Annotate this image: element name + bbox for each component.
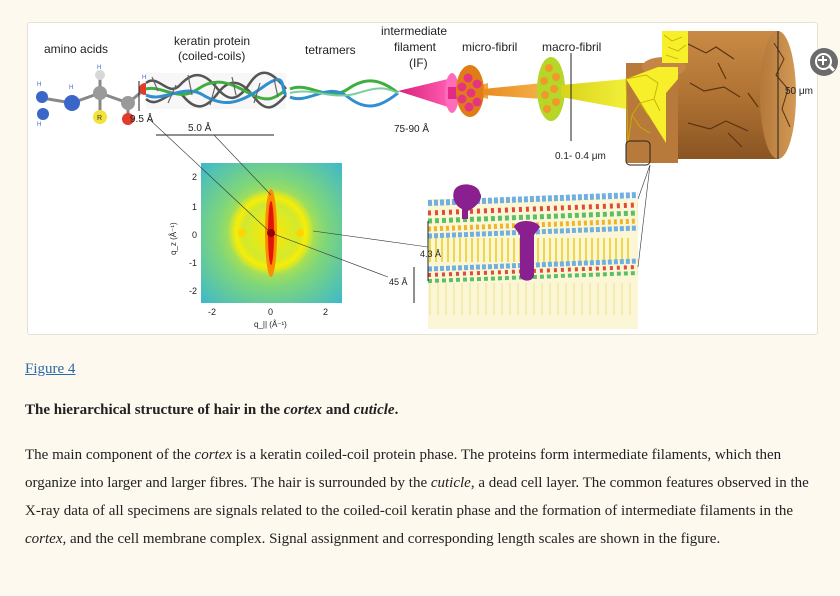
- dim-45-label: 45 Å: [389, 277, 408, 287]
- cell-membrane-complex: [413, 164, 651, 329]
- amino-acid-molecule: R H H H H H: [36, 65, 151, 128]
- hair-fiber: [625, 31, 796, 166]
- xray-xtick: 0: [268, 307, 273, 317]
- xray-ytick: -2: [189, 286, 197, 296]
- figure-caption: The main component of the cortex is a ke…: [25, 447, 809, 547]
- keratin-label: keratin protein: [174, 34, 250, 48]
- xray-ytick: 2: [192, 172, 197, 182]
- xray-xlabel: q_|| (Å⁻¹): [254, 320, 287, 329]
- svg-text:H: H: [97, 65, 101, 71]
- xray-ytick: 0: [192, 230, 197, 240]
- tetramers-label: tetramers: [305, 43, 356, 57]
- xray-diffraction-pattern: [147, 117, 429, 303]
- svg-text:H: H: [142, 75, 146, 81]
- amino-acids-label: amino acids: [44, 42, 108, 56]
- macro-fibril: [537, 53, 626, 141]
- xray-ytick: -1: [189, 258, 197, 268]
- intermediate-filament: [398, 73, 460, 113]
- keratin-coiled-coil: [145, 71, 288, 109]
- membrane-protein-2: [514, 221, 540, 281]
- microfibril-label: micro-fibril: [462, 40, 517, 54]
- if-label-2: filament: [394, 40, 437, 54]
- atom-r: R: [97, 115, 102, 122]
- xray-ylabel: q_z (Å⁻¹): [169, 222, 178, 255]
- dim-9-5-label: 9.5 Å: [130, 112, 154, 125]
- svg-text:H: H: [37, 82, 41, 88]
- if-label-1: intermediate: [381, 24, 447, 38]
- xray-ytick: 1: [192, 202, 197, 212]
- coiled-coils-label: (coiled-coils): [178, 49, 245, 63]
- dim-4-3-label: 4.3 Å: [420, 249, 441, 259]
- figure-4-link[interactable]: Figure 4: [25, 361, 76, 377]
- svg-text:H: H: [69, 85, 73, 91]
- dim-5-0-label: 5.0 Å: [188, 121, 212, 134]
- figure-image[interactable]: amino acids keratin protein (coiled-coil…: [27, 22, 838, 335]
- figure-title: The hierarchical structure of hair in th…: [25, 402, 399, 418]
- xray-xtick: -2: [208, 307, 216, 317]
- dim-0-1-0-4-label: 0.1- 0.4 μm: [555, 151, 606, 162]
- zoom-icon[interactable]: [810, 48, 838, 76]
- xray-xtick: 2: [323, 307, 328, 317]
- tetramers-structure: [289, 79, 399, 108]
- if-label-3: (IF): [409, 56, 428, 70]
- micro-fibril: [456, 65, 543, 117]
- hair-structure-diagram: amino acids keratin protein (coiled-coil…: [36, 24, 813, 329]
- membrane-protein-1: [453, 184, 482, 219]
- macrofibril-label: macro-fibril: [542, 40, 601, 54]
- dim-50um-label: 50 μm: [785, 86, 813, 97]
- svg-text:H: H: [37, 122, 41, 128]
- dim-75-90-label: 75-90 Å: [394, 122, 429, 135]
